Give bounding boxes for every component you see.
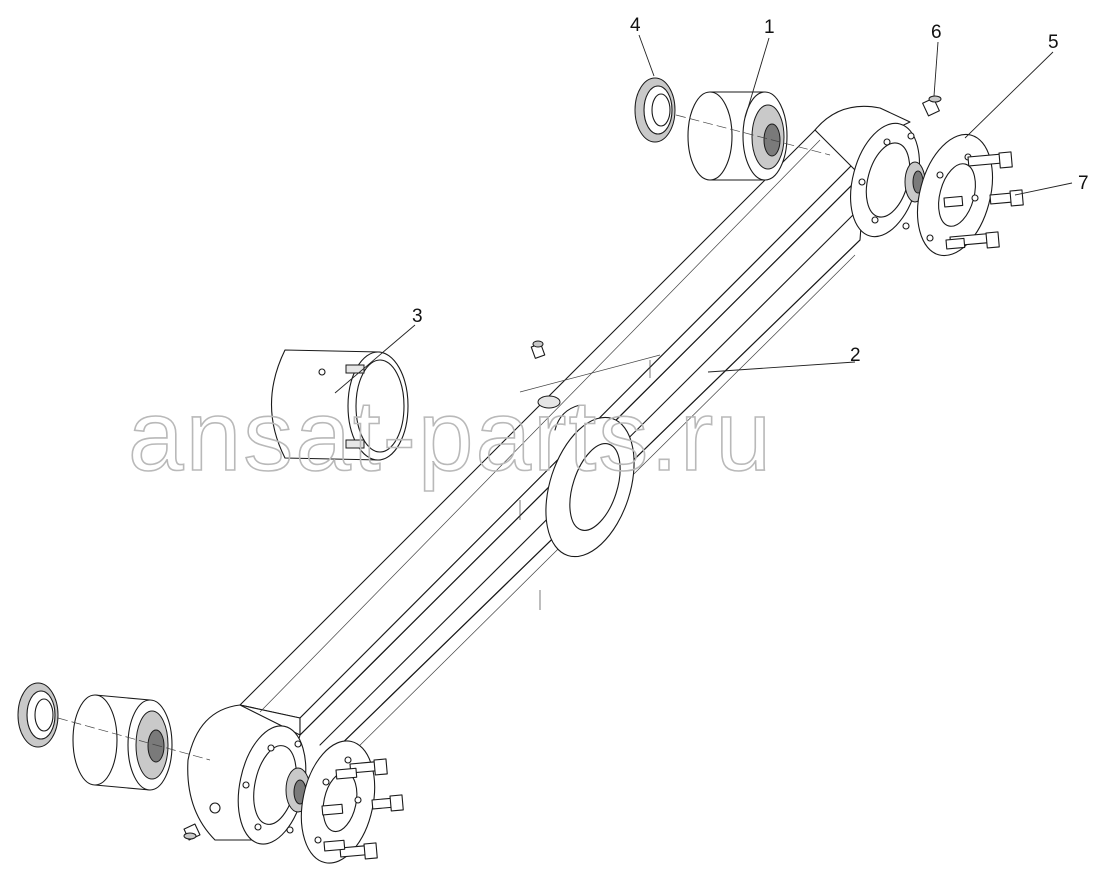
- bushing-part-1-upper: [687, 91, 788, 181]
- leader-lines: [334, 34, 1073, 394]
- callout-2: 2: [850, 345, 861, 366]
- bushing-lower: [72, 694, 173, 791]
- callout-4: 4: [630, 15, 641, 36]
- bolts-part-7-upper: [943, 151, 1024, 250]
- watermark-text: ansat-parts.ru: [128, 380, 773, 492]
- seal-lower: [17, 682, 59, 748]
- seal-part-4-upper: [634, 77, 676, 143]
- bushing-part-3: [271, 349, 409, 461]
- grease-nipple-part-6: [922, 95, 942, 117]
- callout-3: 3: [412, 306, 423, 327]
- callout-5: 5: [1048, 32, 1059, 53]
- grease-nipple-center: [530, 340, 546, 359]
- bolts-lower: [321, 758, 404, 860]
- beam-part-2: [239, 129, 866, 761]
- callout-labels: 1 2 3 4 5 6 7: [412, 15, 1089, 366]
- upper-eye-housing: [814, 105, 926, 238]
- callout-7: 7: [1078, 173, 1089, 194]
- callout-1: 1: [764, 17, 775, 38]
- lower-eye-housing: [183, 704, 311, 845]
- callout-6: 6: [931, 22, 942, 43]
